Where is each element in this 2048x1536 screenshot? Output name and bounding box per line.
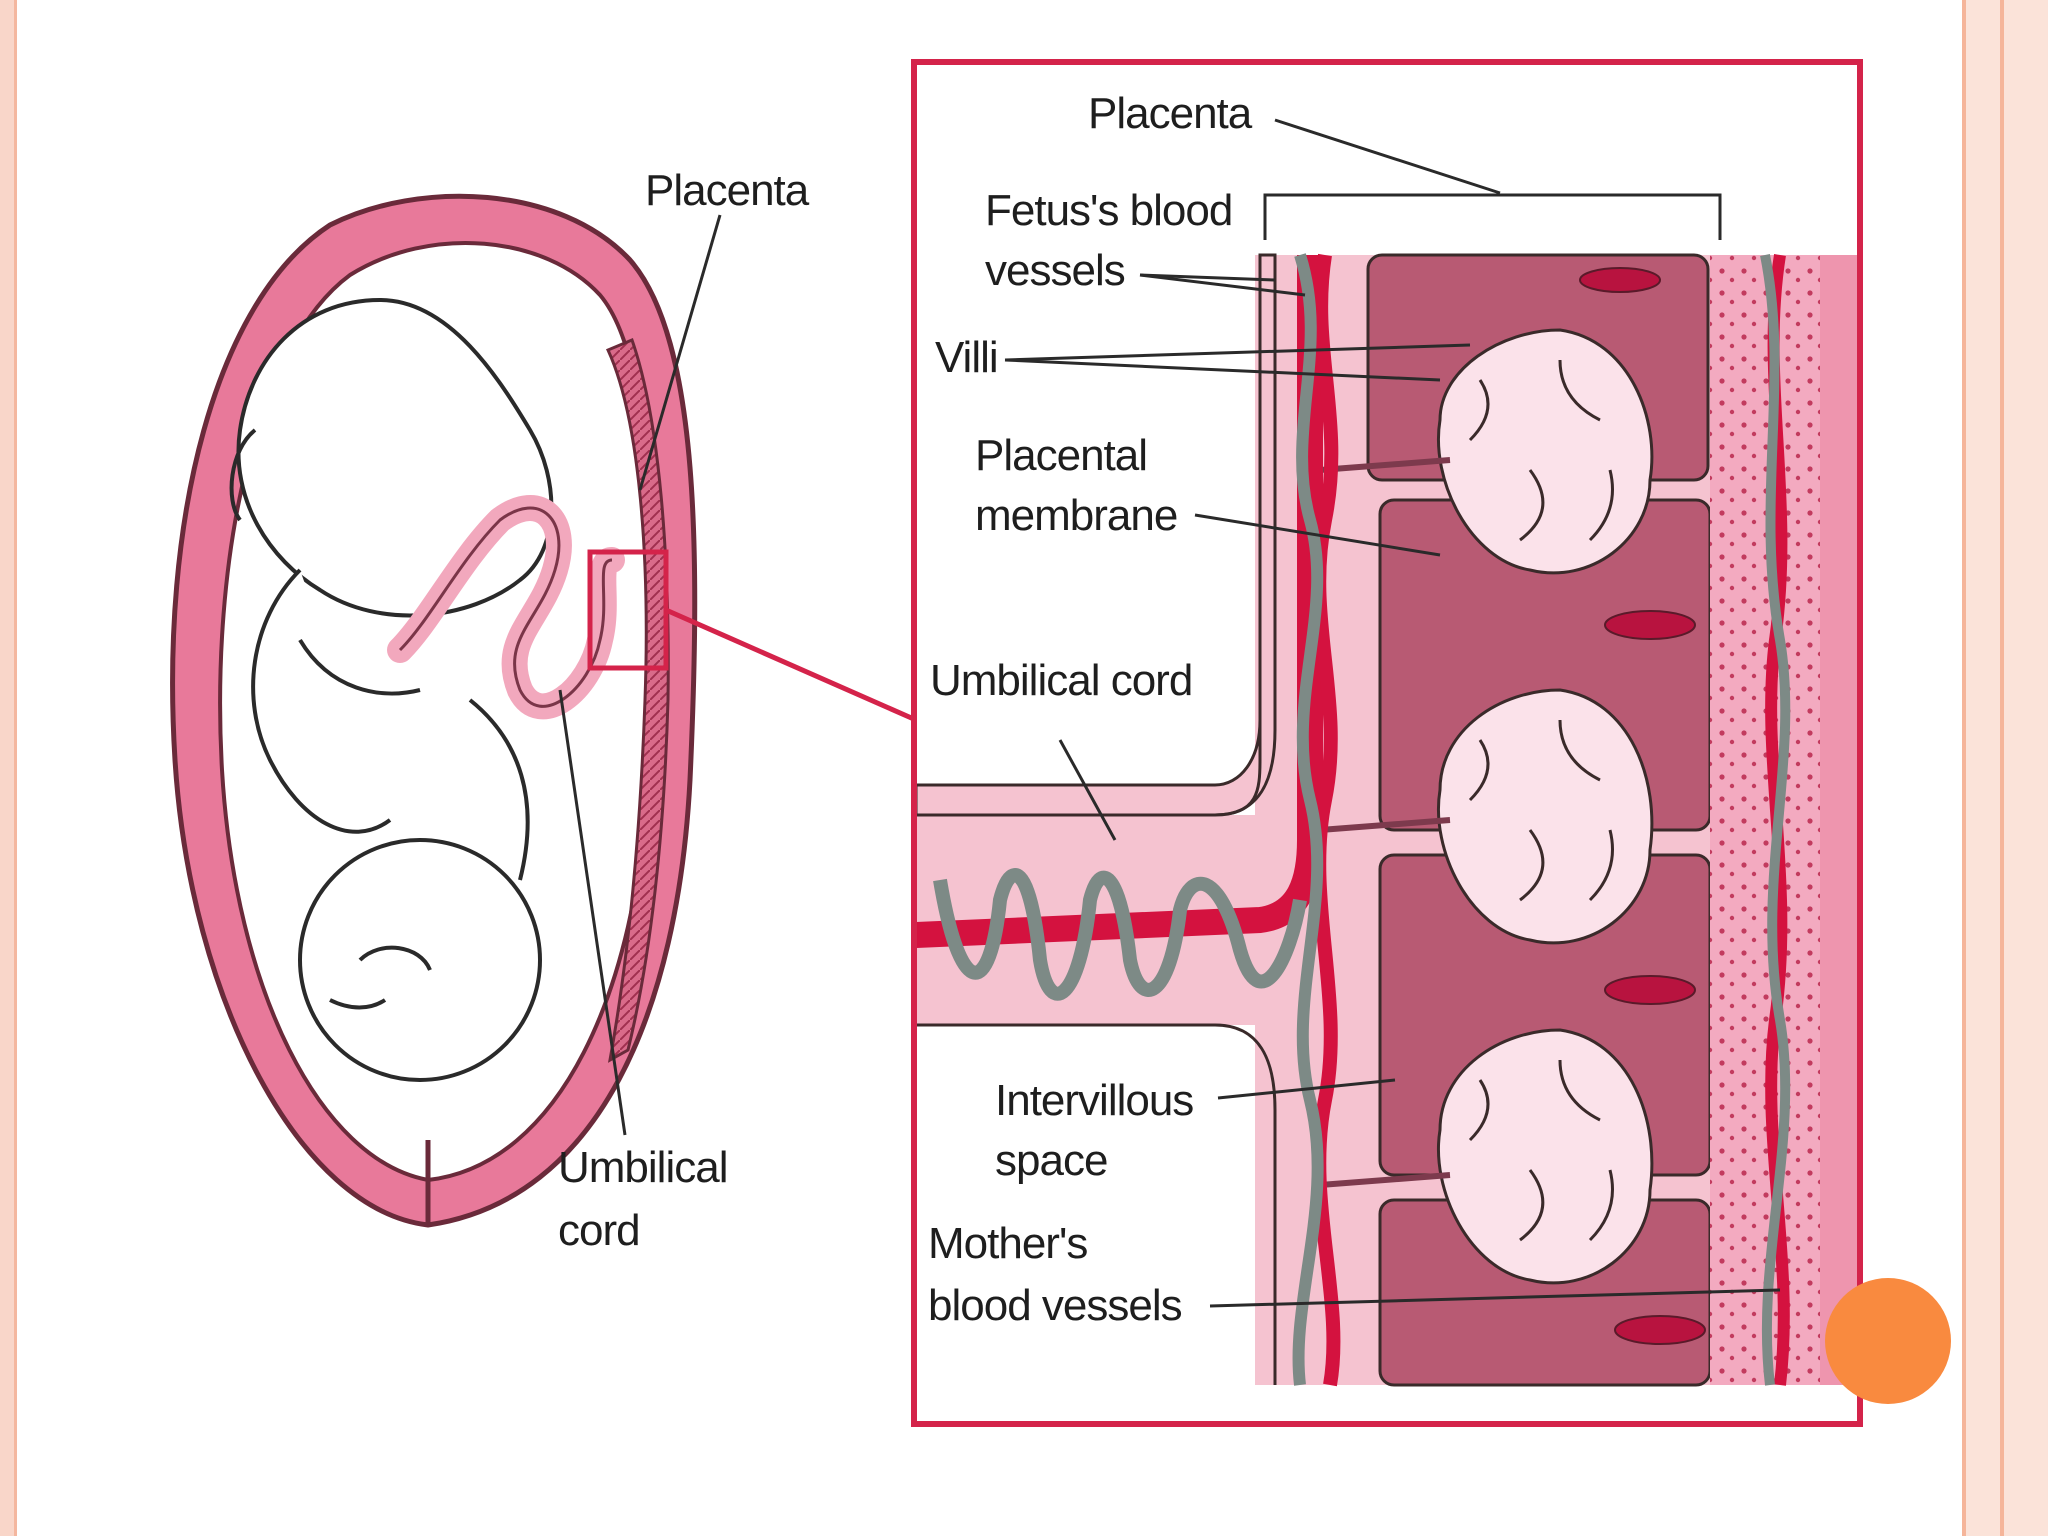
- left-umbilical-label-line2: cord: [558, 1206, 640, 1255]
- left-placenta-label: Placenta: [645, 166, 810, 215]
- placental-membrane-label-line1: Placental: [975, 431, 1147, 480]
- umbilical-artery: [916, 255, 1323, 948]
- umbilical-vein-spiral: [933, 868, 1307, 1001]
- umbilical-cord-label: Umbilical cord: [930, 656, 1192, 705]
- mothers-vessels-label-line1: Mother's: [928, 1219, 1087, 1268]
- fetus-vessels-label-line1: Fetus's blood: [985, 186, 1232, 235]
- mothers-vessels-label-line2: blood vessels: [928, 1281, 1182, 1330]
- placental-membrane-label-line2: membrane: [975, 491, 1177, 540]
- uterus-illustration: [170, 193, 918, 1228]
- slide-left-border: [0, 0, 17, 1536]
- slide-accent-dot: [1825, 1278, 1951, 1404]
- placenta-bracket: [1263, 193, 1722, 240]
- inset-frame: [911, 59, 1863, 1427]
- slide-right-border: [1962, 0, 2048, 1536]
- placenta-inset: [911, 59, 1863, 1427]
- villi-clusters: [1437, 328, 1654, 1285]
- intervillous-space-label-line2: space: [995, 1136, 1107, 1185]
- fetus-vessels-label-line2: vessels: [985, 246, 1125, 295]
- fetal-vessel-gray: [1292, 253, 1324, 1386]
- placenta-region: [605, 338, 670, 1063]
- maternal-vessel-gray: [1760, 254, 1791, 1386]
- villi-label: Villi: [935, 333, 998, 382]
- inset-placenta-label: Placenta: [1088, 89, 1253, 138]
- left-umbilical-label-line1: Umbilical: [558, 1143, 727, 1192]
- intervillous-space-label-line1: Intervillous: [995, 1076, 1193, 1125]
- zoom-connector-top: [664, 607, 918, 723]
